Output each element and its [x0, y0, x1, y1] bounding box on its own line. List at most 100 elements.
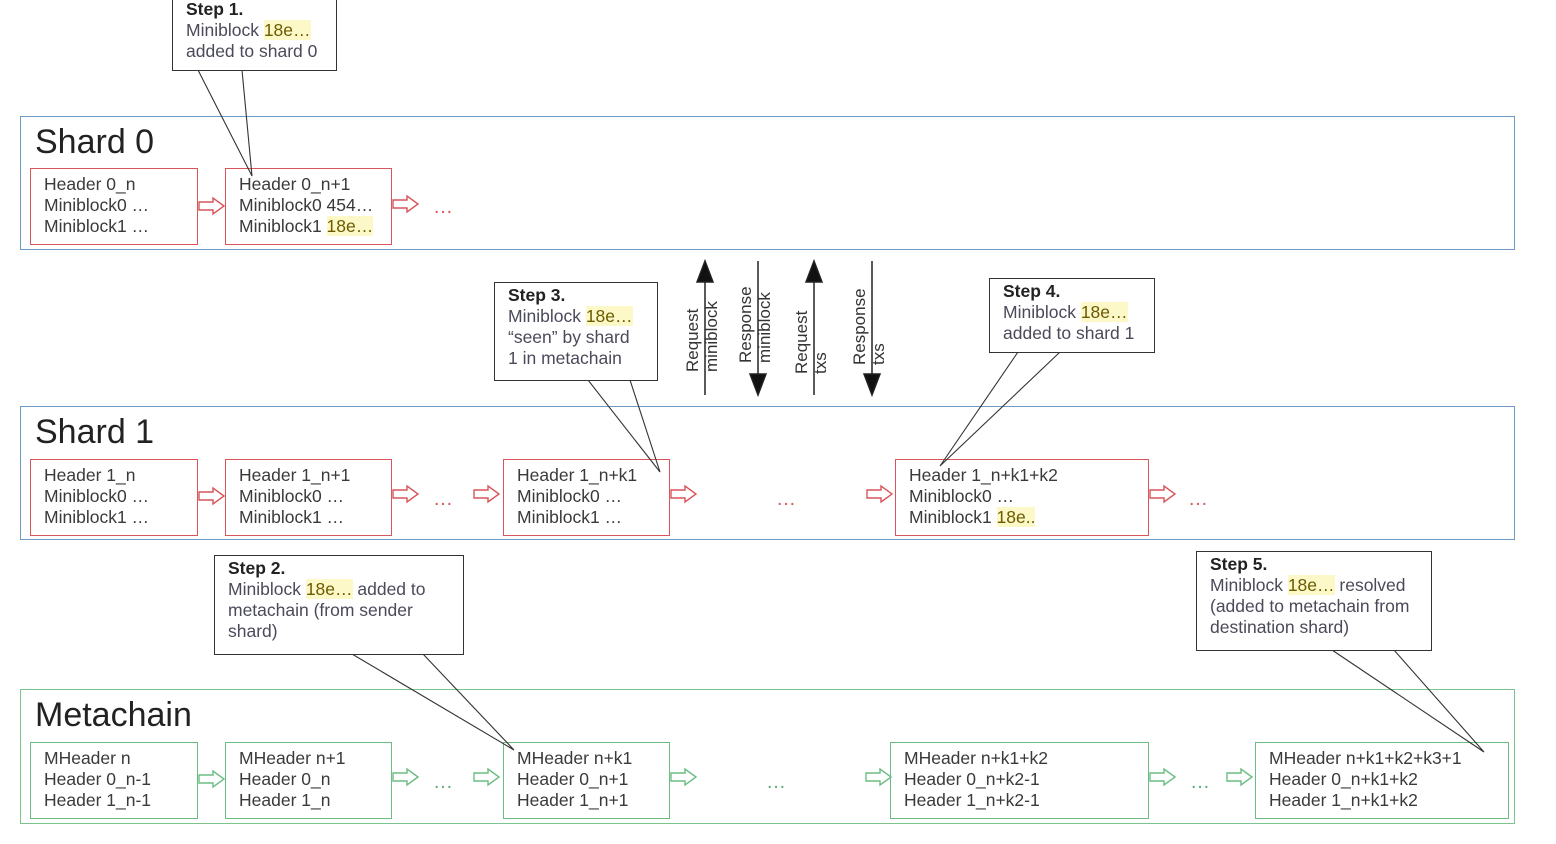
block-line: Header 1_n+k1+k2 — [1269, 790, 1418, 810]
callout-line: (added to metachain from — [1210, 596, 1410, 616]
request-miniblock-label: Request miniblock — [683, 301, 721, 372]
callout-line: destination shard) — [1210, 617, 1350, 637]
block-line: MHeader n+1 — [239, 748, 346, 768]
arrow-up-icon — [695, 258, 715, 283]
block-line: Header 1_n+k2-1 — [904, 790, 1040, 810]
arrow-up-icon — [804, 258, 824, 283]
meta-ellipsis: … — [1190, 771, 1212, 793]
metachain-lane: Metachain — [20, 689, 1515, 824]
block-line: Miniblock0 454… — [239, 195, 374, 215]
block-line-text: Miniblock1 — [909, 507, 997, 527]
shard-1-block-nk1k2: Header 1_n+k1+k2 Miniblock0 … Miniblock1… — [895, 459, 1149, 536]
shard-1-block-n1: Header 1_n+1 Miniblock0 … Miniblock1 … — [225, 459, 392, 536]
message-label-line: Request — [683, 308, 702, 372]
step-2-callout: Step 2. Miniblock 18e… added to metachai… — [214, 555, 464, 655]
block-line: Header 0_n+k1+k2 — [1269, 769, 1418, 789]
shard-1-lane: Shard 1 — [20, 406, 1515, 540]
step-4-callout: Step 4. Miniblock 18e… added to shard 1 — [989, 278, 1155, 353]
callout-line: metachain (from sender — [228, 600, 413, 620]
step-5-callout: Step 5. Miniblock 18e… resolved (added t… — [1196, 551, 1432, 651]
shard-1-ellipsis: … — [433, 488, 455, 510]
meta-block-nk1: MHeader n+k1 Header 0_n+1 Header 1_n+1 — [503, 742, 670, 819]
miniblock-hash-highlight: 18e… — [326, 216, 374, 236]
message-label-line: miniblock — [755, 292, 774, 363]
meta-block-nk1k2: MHeader n+k1+k2 Header 0_n+k2-1 Header 1… — [890, 742, 1149, 819]
callout-line: “seen” by shard — [508, 327, 630, 347]
block-line: MHeader n+k1+k2 — [904, 748, 1048, 768]
block-line: Header 1_n-1 — [44, 790, 152, 810]
block-line: MHeader n — [44, 748, 131, 768]
meta-block-nk1k2k3: MHeader n+k1+k2+k3+1 Header 0_n+k1+k2 He… — [1255, 742, 1509, 819]
block-line: Header 0_n — [44, 174, 136, 194]
block-line: Miniblock1 18e.. — [909, 507, 1148, 528]
block-line: Header 1_n — [239, 790, 331, 810]
step-title: Step 2. — [228, 558, 286, 578]
block-line: Header 0_n-1 — [44, 769, 152, 789]
step-3-callout: Step 3. Miniblock 18e… “seen” by shard 1… — [494, 282, 658, 381]
miniblock-hash-highlight: 18e… — [585, 306, 633, 326]
block-line: Header 1_n+k1 — [517, 465, 638, 485]
message-label-line: Response — [850, 288, 869, 365]
block-line: Miniblock1 18e… — [239, 216, 391, 237]
shard-1-ellipsis: … — [776, 488, 798, 510]
miniblock-hash-highlight: 18e… — [1080, 302, 1128, 322]
arrow-down-icon — [748, 373, 768, 398]
callout-line: Miniblock 18e… — [508, 306, 657, 327]
meta-block-n: MHeader n Header 0_n-1 Header 1_n-1 — [30, 742, 198, 819]
response-txs-label: Response txs — [850, 288, 888, 365]
block-line: MHeader n+k1 — [517, 748, 633, 768]
request-txs-label: Request txs — [792, 311, 830, 374]
callout-text: Miniblock — [1003, 302, 1081, 322]
shard-1-title: Shard 1 — [35, 413, 155, 451]
miniblock-hash-highlight: 18e… — [1287, 575, 1335, 595]
callout-line: Miniblock 18e… — [186, 20, 336, 41]
shard-0-block-n1: Header 0_n+1 Miniblock0 454… Miniblock1 … — [225, 168, 392, 245]
step-title: Step 1. — [186, 0, 244, 19]
block-line: Header 0_n — [239, 769, 331, 789]
message-label-line: Response — [736, 286, 755, 363]
meta-block-n1: MHeader n+1 Header 0_n Header 1_n — [225, 742, 392, 819]
step-title: Step 3. — [508, 285, 566, 305]
callout-text: Miniblock — [508, 306, 586, 326]
response-miniblock-label: Response miniblock — [736, 286, 774, 363]
arrow-down-icon — [862, 373, 882, 398]
block-line: Header 0_n+k2-1 — [904, 769, 1040, 789]
block-line: Header 0_n+1 — [517, 769, 629, 789]
block-line: Miniblock0 … — [517, 486, 623, 506]
miniblock-hash-highlight: 18e.. — [996, 507, 1036, 527]
meta-ellipsis: … — [433, 771, 455, 793]
callout-text: Miniblock — [186, 20, 264, 40]
shard-1-ellipsis: … — [1188, 488, 1210, 510]
callout-line: added to shard 0 — [186, 41, 318, 61]
callout-text: added to — [352, 579, 426, 599]
block-line: Header 1_n+1 — [239, 465, 351, 485]
callout-line: Miniblock 18e… added to — [228, 579, 463, 600]
block-line: Miniblock0 … — [44, 195, 150, 215]
metachain-title: Metachain — [35, 696, 192, 734]
callout-line: added to shard 1 — [1003, 323, 1135, 343]
message-label-line: Request — [792, 310, 811, 374]
callout-text: Miniblock — [228, 579, 306, 599]
callout-line: Miniblock 18e… — [1003, 302, 1154, 323]
callout-line: Miniblock 18e… resolved — [1210, 575, 1431, 596]
block-line: MHeader n+k1+k2+k3+1 — [1269, 748, 1462, 768]
miniblock-hash-highlight: 18e… — [305, 579, 353, 599]
callout-line: 1 in metachain — [508, 348, 622, 368]
step-title: Step 5. — [1210, 554, 1268, 574]
block-line: Miniblock0 … — [44, 486, 150, 506]
shard-0-block-n: Header 0_n Miniblock0 … Miniblock1 … — [30, 168, 198, 245]
shard-0-ellipsis: … — [433, 196, 455, 218]
message-label-line: txs — [811, 352, 830, 374]
callout-line: shard) — [228, 621, 278, 641]
message-label-line: miniblock — [702, 301, 721, 372]
block-line-text: Miniblock1 — [239, 216, 327, 236]
shard-1-block-n: Header 1_n Miniblock0 … Miniblock1 … — [30, 459, 198, 536]
miniblock-hash-highlight: 18e… — [263, 20, 311, 40]
step-1-callout: Step 1. Miniblock 18e… added to shard 0 — [172, 0, 337, 71]
block-line: Miniblock0 … — [239, 486, 345, 506]
block-line: Header 1_n+1 — [517, 790, 629, 810]
shard-1-block-nk1: Header 1_n+k1 Miniblock0 … Miniblock1 … — [503, 459, 670, 536]
block-line: Miniblock1 … — [239, 507, 345, 527]
block-line: Header 0_n+1 — [239, 174, 351, 194]
block-line: Miniblock1 … — [44, 216, 150, 236]
